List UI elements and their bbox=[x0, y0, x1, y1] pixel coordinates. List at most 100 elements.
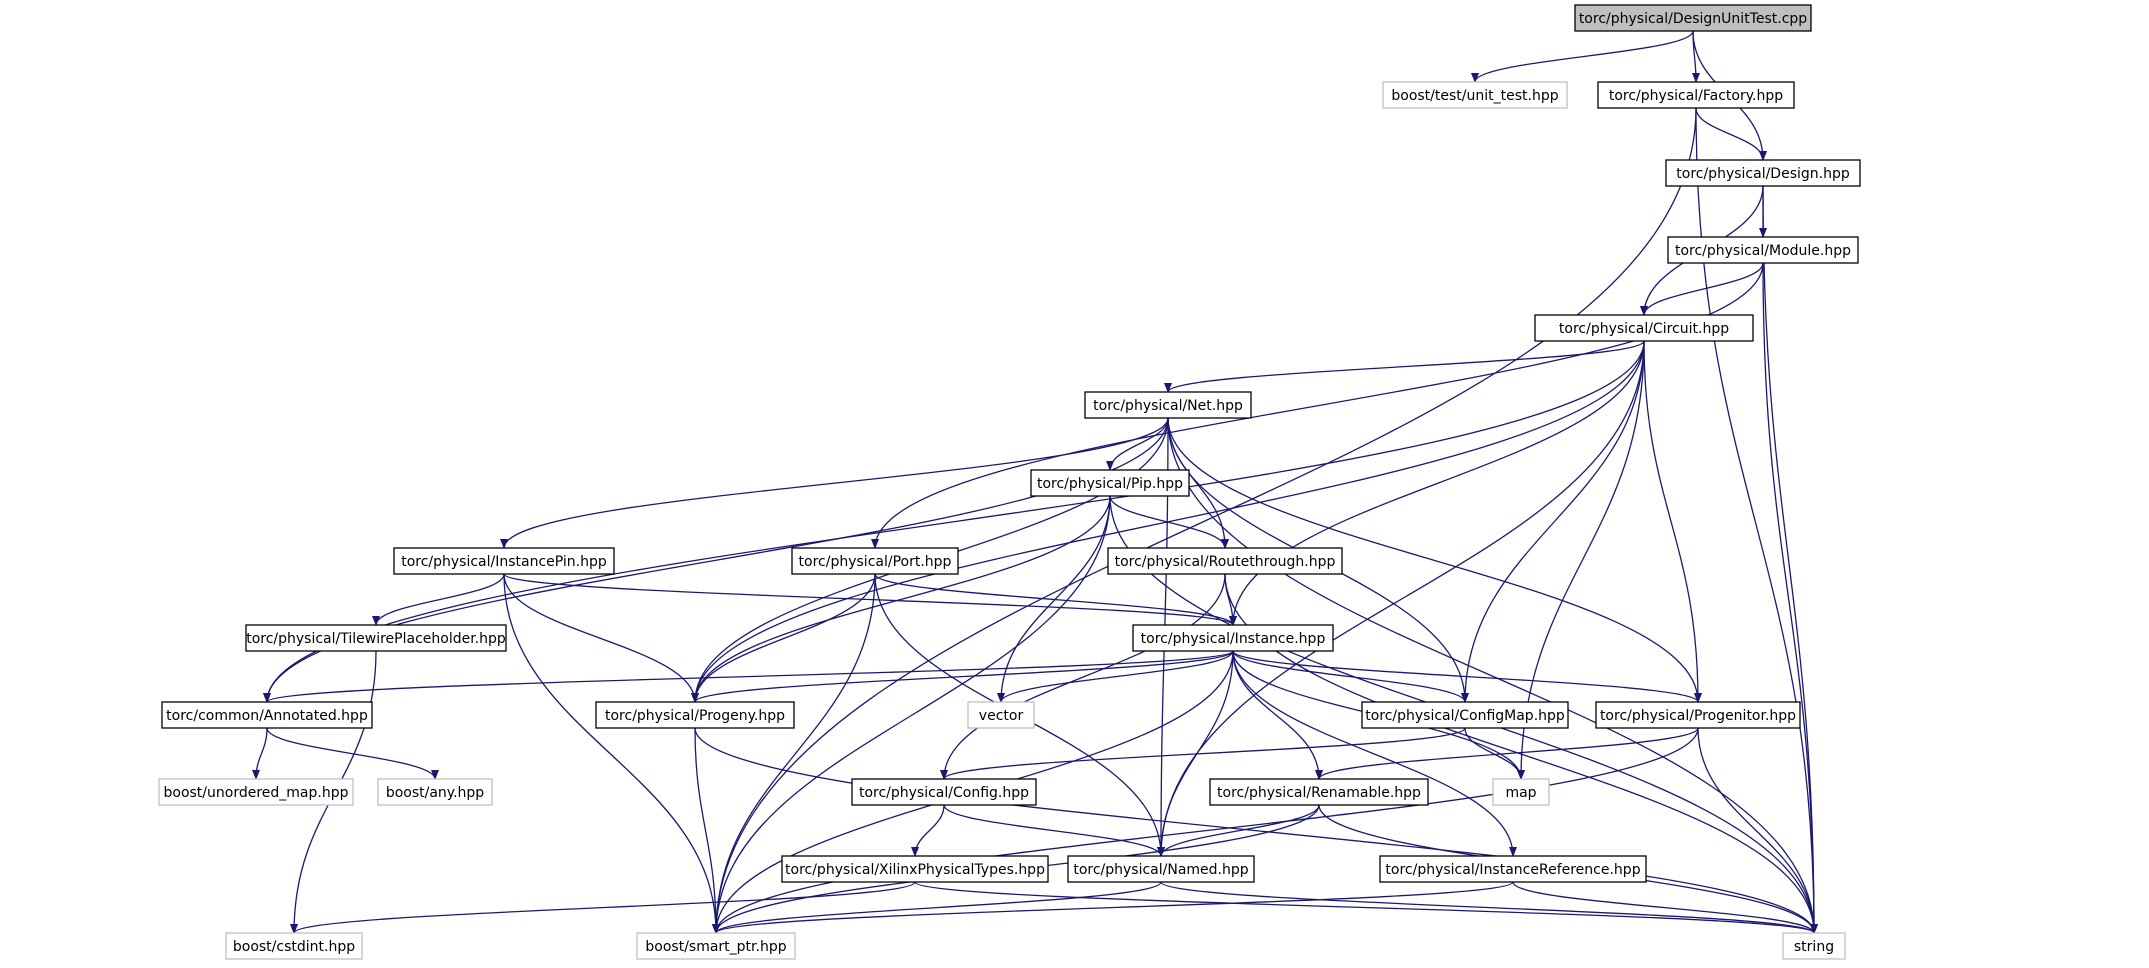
node-design-label: torc/physical/Design.hpp bbox=[1676, 166, 1850, 182]
node-unit_test-label: boost/test/unit_test.hpp bbox=[1391, 88, 1558, 104]
edge-instanceref-to-smart_ptr bbox=[712, 881, 1514, 934]
edge-module-to-port bbox=[871, 262, 1764, 549]
node-instancepin-label: torc/physical/InstancePin.hpp bbox=[401, 554, 607, 570]
edge-instanceref-to-string bbox=[1512, 881, 1818, 934]
node-instance[interactable]: torc/physical/Instance.hpp bbox=[1132, 624, 1334, 652]
node-instanceref[interactable]: torc/physical/InstanceReference.hpp bbox=[1379, 855, 1647, 883]
edge-design-to-string bbox=[1762, 185, 1818, 934]
node-design[interactable]: torc/physical/Design.hpp bbox=[1665, 159, 1861, 187]
edge-net-to-pip bbox=[1106, 417, 1169, 471]
edge-circuit-to-progeny bbox=[691, 340, 1645, 703]
node-root-box bbox=[1574, 4, 1812, 32]
node-pip-box bbox=[1030, 469, 1190, 497]
edge-instancepin-to-progeny bbox=[503, 573, 699, 703]
node-string-label: string bbox=[1794, 939, 1834, 955]
node-net-box bbox=[1084, 391, 1252, 419]
node-smart_ptr[interactable]: boost/smart_ptr.hpp bbox=[636, 932, 796, 960]
node-cstdint-label: boost/cstdint.hpp bbox=[233, 939, 355, 955]
node-vector-label: vector bbox=[979, 708, 1024, 724]
node-instanceref-label: torc/physical/InstanceReference.hpp bbox=[1385, 862, 1640, 878]
node-routethrough[interactable]: torc/physical/Routethrough.hpp bbox=[1107, 547, 1343, 575]
node-module[interactable]: torc/physical/Module.hpp bbox=[1667, 236, 1859, 264]
edge-instancepin-to-smart_ptr bbox=[503, 573, 720, 934]
node-any-label: boost/any.hpp bbox=[386, 785, 484, 801]
node-string[interactable]: string bbox=[1782, 932, 1846, 960]
node-instance-box bbox=[1132, 624, 1334, 652]
edge-named-to-string bbox=[1160, 881, 1818, 934]
node-progeny-label: torc/physical/Progeny.hpp bbox=[605, 708, 785, 724]
node-map[interactable]: map bbox=[1492, 778, 1550, 806]
edge-factory-to-smart_ptr bbox=[712, 107, 1697, 934]
node-root[interactable]: torc/physical/DesignUnitTest.cpp bbox=[1574, 4, 1812, 32]
edge-instance-to-renamable bbox=[1232, 650, 1323, 780]
node-xilinxtypes-label: torc/physical/XilinxPhysicalTypes.hpp bbox=[785, 862, 1045, 878]
edge-instance-to-configmap bbox=[1232, 650, 1469, 703]
edge-routethrough-to-config bbox=[940, 573, 1226, 780]
edge-routethrough-to-instance bbox=[1224, 573, 1237, 626]
node-xilinxtypes[interactable]: torc/physical/XilinxPhysicalTypes.hpp bbox=[781, 855, 1049, 883]
node-renamable-label: torc/physical/Renamable.hpp bbox=[1217, 785, 1421, 801]
edge-port-to-smart_ptr bbox=[712, 573, 876, 934]
edge-instancepin-to-instance bbox=[503, 573, 1237, 626]
node-unordered_map-box bbox=[158, 778, 354, 806]
node-routethrough-box bbox=[1107, 547, 1343, 575]
node-instance-label: torc/physical/Instance.hpp bbox=[1141, 631, 1326, 647]
node-instancepin[interactable]: torc/physical/InstancePin.hpp bbox=[393, 547, 615, 575]
node-design-box bbox=[1665, 159, 1861, 187]
edge-port-to-progeny bbox=[691, 573, 876, 703]
edge-annotated-to-any bbox=[266, 727, 439, 780]
edge-annotated-to-unordered_map bbox=[252, 727, 268, 780]
edge-configmap-to-config bbox=[940, 727, 1466, 780]
node-progenitor-box bbox=[1595, 701, 1801, 729]
node-string-box bbox=[1782, 932, 1846, 960]
node-circuit[interactable]: torc/physical/Circuit.hpp bbox=[1534, 314, 1754, 342]
node-root-label: torc/physical/DesignUnitTest.cpp bbox=[1579, 11, 1807, 27]
node-circuit-box bbox=[1534, 314, 1754, 342]
node-config[interactable]: torc/physical/Config.hpp bbox=[851, 778, 1037, 806]
edge-named-to-smart_ptr bbox=[712, 881, 1162, 934]
edge-progenitor-to-smart_ptr bbox=[712, 727, 1699, 934]
node-configmap[interactable]: torc/physical/ConfigMap.hpp bbox=[1361, 701, 1569, 729]
edge-circuit-to-progenitor bbox=[1643, 340, 1702, 703]
node-unit_test[interactable]: boost/test/unit_test.hpp bbox=[1382, 81, 1568, 109]
edge-net-to-string bbox=[1167, 417, 1818, 934]
node-factory[interactable]: torc/physical/Factory.hpp bbox=[1597, 81, 1795, 109]
node-vector[interactable]: vector bbox=[967, 701, 1035, 729]
node-net-label: torc/physical/Net.hpp bbox=[1093, 398, 1243, 414]
node-tilewire[interactable]: torc/physical/TilewirePlaceholder.hpp bbox=[245, 624, 507, 652]
node-cstdint[interactable]: boost/cstdint.hpp bbox=[225, 932, 363, 960]
edge-instance-to-progenitor bbox=[1232, 650, 1702, 703]
node-progenitor-label: torc/physical/Progenitor.hpp bbox=[1600, 708, 1796, 724]
node-renamable-box bbox=[1209, 778, 1429, 806]
node-unordered_map[interactable]: boost/unordered_map.hpp bbox=[158, 778, 354, 806]
node-progeny[interactable]: torc/physical/Progeny.hpp bbox=[595, 701, 795, 729]
node-map-box bbox=[1492, 778, 1550, 806]
node-renamable[interactable]: torc/physical/Renamable.hpp bbox=[1209, 778, 1429, 806]
edge-config-to-named bbox=[943, 804, 1165, 857]
edge-xilinxtypes-to-string bbox=[914, 881, 1818, 934]
node-pip[interactable]: torc/physical/Pip.hpp bbox=[1030, 469, 1190, 497]
node-progenitor[interactable]: torc/physical/Progenitor.hpp bbox=[1595, 701, 1801, 729]
edge-circuit-to-instance bbox=[1229, 340, 1645, 626]
node-annotated[interactable]: torc/common/Annotated.hpp bbox=[161, 701, 373, 729]
node-cstdint-box bbox=[225, 932, 363, 960]
edge-instance-to-instanceref bbox=[1232, 650, 1517, 857]
node-port[interactable]: torc/physical/Port.hpp bbox=[791, 547, 959, 575]
node-any[interactable]: boost/any.hpp bbox=[377, 778, 493, 806]
node-module-label: torc/physical/Module.hpp bbox=[1675, 243, 1851, 259]
node-named-box bbox=[1067, 855, 1255, 883]
edge-factory-to-design bbox=[1695, 107, 1767, 161]
edge-instance-to-vector bbox=[997, 650, 1234, 703]
edge-factory-to-string bbox=[1695, 107, 1818, 934]
node-annotated-label: torc/common/Annotated.hpp bbox=[166, 708, 368, 724]
edge-net-to-instancepin bbox=[500, 417, 1169, 549]
edge-circuit-to-net bbox=[1164, 340, 1645, 393]
node-net[interactable]: torc/physical/Net.hpp bbox=[1084, 391, 1252, 419]
node-config-box bbox=[851, 778, 1037, 806]
node-tilewire-label: torc/physical/TilewirePlaceholder.hpp bbox=[246, 631, 506, 647]
node-routethrough-label: torc/physical/Routethrough.hpp bbox=[1115, 554, 1336, 570]
node-named[interactable]: torc/physical/Named.hpp bbox=[1067, 855, 1255, 883]
edge-circuit-to-configmap bbox=[1461, 340, 1645, 703]
node-progeny-box bbox=[595, 701, 795, 729]
